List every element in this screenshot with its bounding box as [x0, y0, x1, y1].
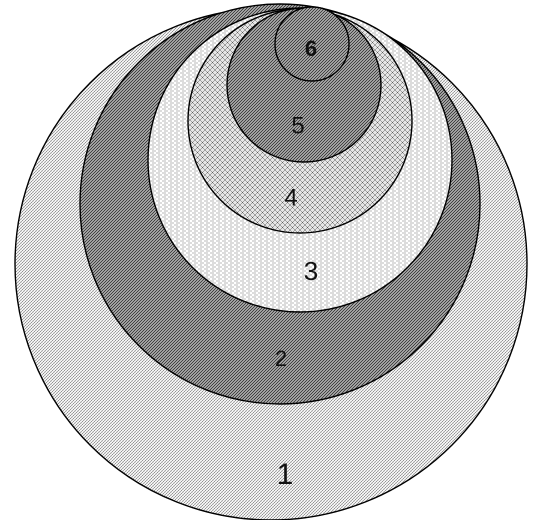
ring-1-label: 1	[277, 458, 294, 491]
ring-6-circle	[274, 6, 350, 82]
ring-5-label: 5	[291, 112, 304, 139]
ring-4-label: 4	[284, 184, 297, 211]
labels-group: 1 2 3 4 5 6	[275, 36, 318, 491]
ring-2-label: 2	[275, 346, 287, 371]
ring-6-label: 6	[305, 36, 317, 61]
ring-3-label: 3	[304, 256, 318, 286]
rings-group	[14, 3, 528, 520]
